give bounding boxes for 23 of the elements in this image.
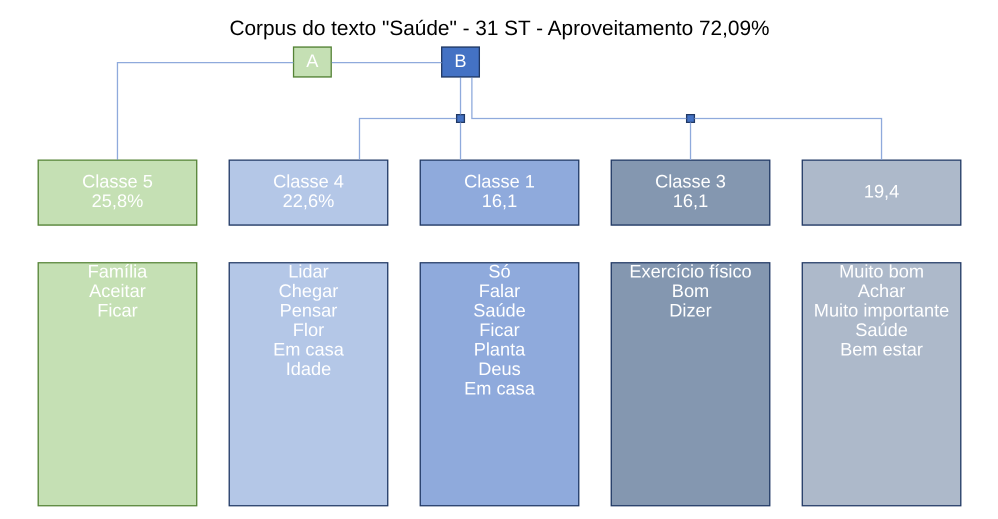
node-box bbox=[685, 114, 695, 124]
connector bbox=[689, 122, 691, 160]
node-box: Lidar Chegar Pensar Flor Em casa Idade bbox=[228, 262, 388, 506]
connector bbox=[116, 62, 293, 160]
node-box: Exercício físico Bom Dizer bbox=[610, 262, 770, 506]
node-box: Classe 4 22,6% bbox=[228, 159, 388, 226]
node-box: 19,4 bbox=[801, 159, 961, 226]
node-box: Classe 1 16,1 bbox=[419, 159, 579, 226]
node-box: A bbox=[292, 46, 332, 78]
node-box: Classe 5 25,8% bbox=[37, 159, 197, 226]
node-box: B bbox=[440, 46, 480, 78]
connector bbox=[459, 122, 461, 160]
connector bbox=[358, 118, 456, 160]
connector bbox=[694, 118, 882, 160]
node-box: Muito bom Achar Muito importante Saúde Bem estar bbox=[801, 262, 961, 506]
node-box bbox=[455, 114, 465, 124]
connector bbox=[470, 77, 686, 120]
node-box: Classe 3 16,1 bbox=[610, 159, 770, 226]
node-box: Só Falar Saúde Ficar Planta Deus Em casa bbox=[419, 262, 579, 506]
node-box: Família Aceitar Ficar bbox=[37, 262, 197, 506]
connector bbox=[459, 77, 461, 114]
connector bbox=[331, 62, 442, 64]
diagram-title: Corpus do texto "Saúde" - 31 ST - Aproveitamento 72,09% bbox=[229, 17, 769, 40]
